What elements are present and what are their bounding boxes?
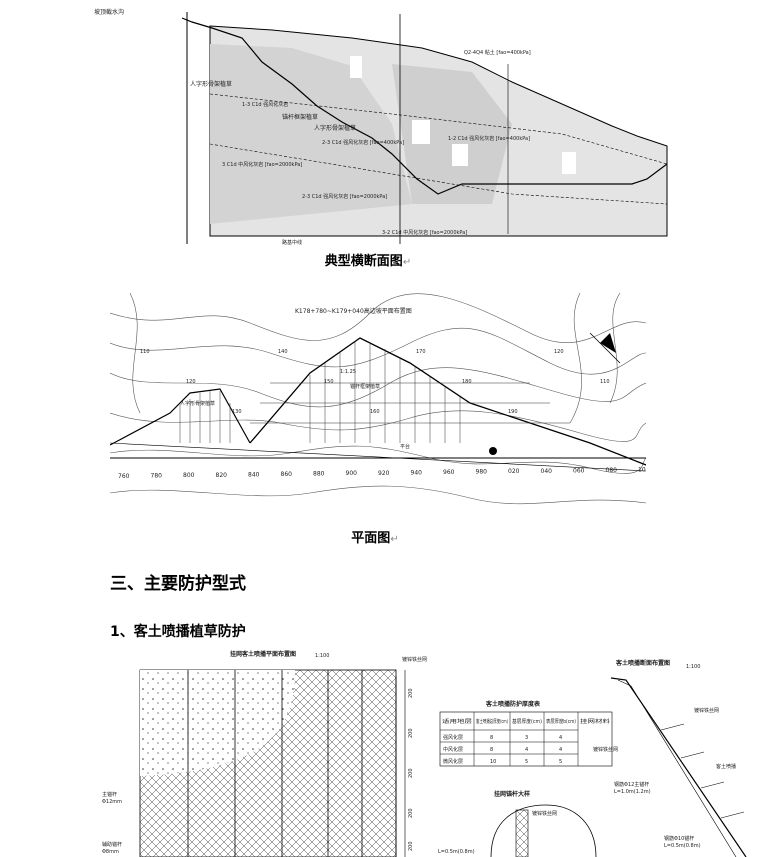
fig2-label-slope: 1:1.25 — [340, 369, 356, 375]
contour-label: 140 — [278, 349, 288, 355]
fig4-right-label-5: L=0.5m(0.8m) — [664, 843, 701, 849]
table-cell: 微风化层 — [443, 758, 463, 765]
fig1-label-soil2: 2-3 C1d 强风化灰岩 [fao=400kPa] — [322, 139, 404, 146]
contour-label: 150 — [324, 379, 334, 385]
fig1-label-right-mid: 1-2 C1d 强风化灰岩 [fao=400kPa] — [448, 135, 530, 142]
chainage-label: 960 — [443, 469, 455, 476]
fig3-left-label2: 辅助锚杆 — [102, 841, 122, 848]
chainage-label: 880 — [313, 471, 325, 478]
fig3-title: 挂网客土喷播平面布置图 — [230, 650, 296, 658]
thickness-table: 适用地层客土喷播总厚度(cm) 基层厚度(cm) 表层厚度b(cm) 挂网材料强风化层… — [439, 711, 618, 767]
chainage-label: 100 — [638, 467, 646, 474]
chainage-label: 940 — [411, 469, 423, 476]
table-cell: 4 — [525, 747, 528, 753]
cross-section-figure: 坡顶截水沟 人字形骨架植草 人字形骨架植草 锚杆框架植草 1-3 C1d 强风化… — [94, 8, 668, 246]
fig4-detail-title: 挂网锚杆大样 — [494, 790, 530, 798]
chainage-label: 060 — [573, 467, 585, 474]
fig2-label-grass1: 人字形骨架植草 — [180, 400, 215, 407]
table-cell: 镀锌铁丝网 — [593, 746, 618, 753]
chainage-label: 860 — [281, 471, 293, 478]
contour-label: 120 — [186, 379, 196, 385]
fig3-dim-3: 200 — [408, 768, 414, 778]
chainage-label: 980 — [476, 469, 488, 476]
table-header-cell: 客土喷播总厚度(cm) — [476, 718, 508, 725]
table-header-cell: 适用地层 — [442, 718, 472, 725]
fig4-right-label-1: 客土喷播 — [716, 763, 736, 770]
fig4-detail-label: 镀锌铁丝网 — [532, 810, 557, 817]
table-cell: 10 — [490, 759, 496, 765]
chainage-labels: 760 780 800 820 840 860 880 900 920 940 960 980 020 0… — [118, 467, 646, 480]
contour-label: 180 — [462, 379, 472, 385]
table-cell: 4 — [559, 735, 562, 741]
fig1-label-soil6: 3-2 C1d 中风化灰岩 [fao=2000kPa] — [382, 229, 467, 236]
fig4-right-label-2: 钢筋Φ12主锚杆 — [614, 781, 649, 788]
table-cell: 4 — [559, 747, 562, 753]
north-arrow-icon — [589, 332, 621, 364]
fig1-label-top-left: 坡顶截水沟 — [94, 8, 124, 16]
table-header-cell: 表层厚度b(cm) — [546, 718, 576, 725]
table-cell: 5 — [525, 759, 528, 765]
fig4-table-title: 客土喷播防护厚度表 — [485, 700, 541, 708]
fig3-dim-2: 200 — [408, 728, 414, 738]
table-cell: 中风化层 — [443, 746, 463, 753]
section-heading-3: 三、主要防护型式 — [110, 574, 246, 594]
fig1-label-soil3: 3 C1d 中风化灰岩 [fao=2000kPa] — [222, 161, 302, 168]
fig3-left-label1b: Φ12mm — [102, 799, 122, 805]
contour-label: 170 — [416, 349, 426, 355]
contour-label: 110 — [140, 349, 150, 355]
fig2-caption: 平面图↵ — [351, 531, 399, 546]
fig3-left-label1: 主锚杆 — [102, 791, 117, 798]
contour-label: 130 — [232, 409, 242, 415]
table-cell: 8 — [490, 735, 493, 741]
fig4-right-label-3: L=1.0m(1.2m) — [614, 789, 651, 795]
fig4-scale: 1:100 — [686, 664, 700, 670]
chainage-label: 780 — [151, 473, 163, 480]
chainage-label: 820 — [216, 472, 228, 479]
fig3-dim-5: 200 — [408, 841, 414, 851]
fig3-left-label2b: Φ8mm — [102, 849, 119, 855]
chainage-label: 920 — [378, 470, 390, 477]
table-cell: 8 — [490, 747, 493, 753]
contour-labels: 110 120 130 140 150 160 170 180 190 120 110 — [140, 349, 610, 415]
table-cell: 5 — [559, 759, 562, 765]
net-plan-figure: 挂网客土喷播平面布置图 1:100 镀锌铁丝网 200 200 200 200 … — [102, 650, 427, 857]
fig4-detail-bottom: L=0.5m(0.8m) — [438, 849, 475, 855]
contour-label: 110 — [600, 379, 610, 385]
chainage-label: 040 — [541, 468, 553, 475]
fig2-label-platform: 平台 — [400, 443, 410, 450]
section-heading-3-1: 1、客土喷播植草防护 — [110, 624, 246, 640]
contour-label: 190 — [508, 409, 518, 415]
fig1-label-right-top: Q2-4Q4 粘土 [fao=400kPa] — [464, 49, 531, 56]
plan-view-figure: K178+780~K179+040高边坡平面布置图 人字形骨架植草 锚杆框架植草… — [110, 293, 646, 521]
fig3-dim-4: 200 — [408, 808, 414, 818]
table-cell: 3 — [525, 735, 528, 741]
chainage-label: 840 — [248, 471, 260, 478]
fig1-label-soil5: 1-3 C1d 强风化灰岩 — [242, 101, 288, 108]
table-header-cell: 基层厚度(cm) — [512, 718, 542, 725]
fig3-scale: 1:100 — [315, 653, 329, 659]
chainage-label: 760 — [118, 473, 130, 480]
fig1-label-lattice: 锚杆框架植草 — [282, 113, 318, 121]
chainage-label: 080 — [606, 467, 618, 474]
fig4-title: 客土喷播断面布置图 — [615, 659, 670, 667]
fig3-right-label: 镀锌铁丝网 — [402, 656, 427, 663]
fig1-caption: 典型横断面图↵ — [324, 254, 412, 269]
chainage-label: 800 — [183, 472, 195, 479]
chainage-label: 020 — [508, 468, 520, 475]
contour-label: 160 — [370, 409, 380, 415]
table-cell: 强风化层 — [443, 734, 463, 741]
fig1-label-bottom: 路基中线 — [282, 239, 302, 246]
table-header-cell: 挂网材料 — [580, 718, 610, 725]
contour-label: 120 — [554, 349, 564, 355]
fig4-right-label-0: 镀锌铁丝网 — [694, 707, 719, 714]
fig1-label-grass-mid: 人字形骨架植草 — [314, 124, 356, 132]
fig2-label-grass2: 锚杆框架植草 — [350, 383, 380, 390]
fig1-label-soil4: 2-3 C1d 强风化灰岩 [fao=2000kPa] — [302, 193, 387, 200]
spray-section-figure: 客土喷播断面布置图 1:100 镀锌铁丝网 客土喷播 钢筋Φ12主锚杆 L=1.… — [438, 659, 747, 857]
chainage-label: 900 — [346, 470, 358, 477]
fig1-label-grass-left: 人字形骨架植草 — [190, 80, 232, 88]
fig2-title: K178+780~K179+040高边坡平面布置图 — [295, 307, 412, 315]
fig4-right-label-4: 钢筋Φ10锚杆 — [664, 835, 694, 842]
fig3-dim-1: 200 — [408, 688, 414, 698]
